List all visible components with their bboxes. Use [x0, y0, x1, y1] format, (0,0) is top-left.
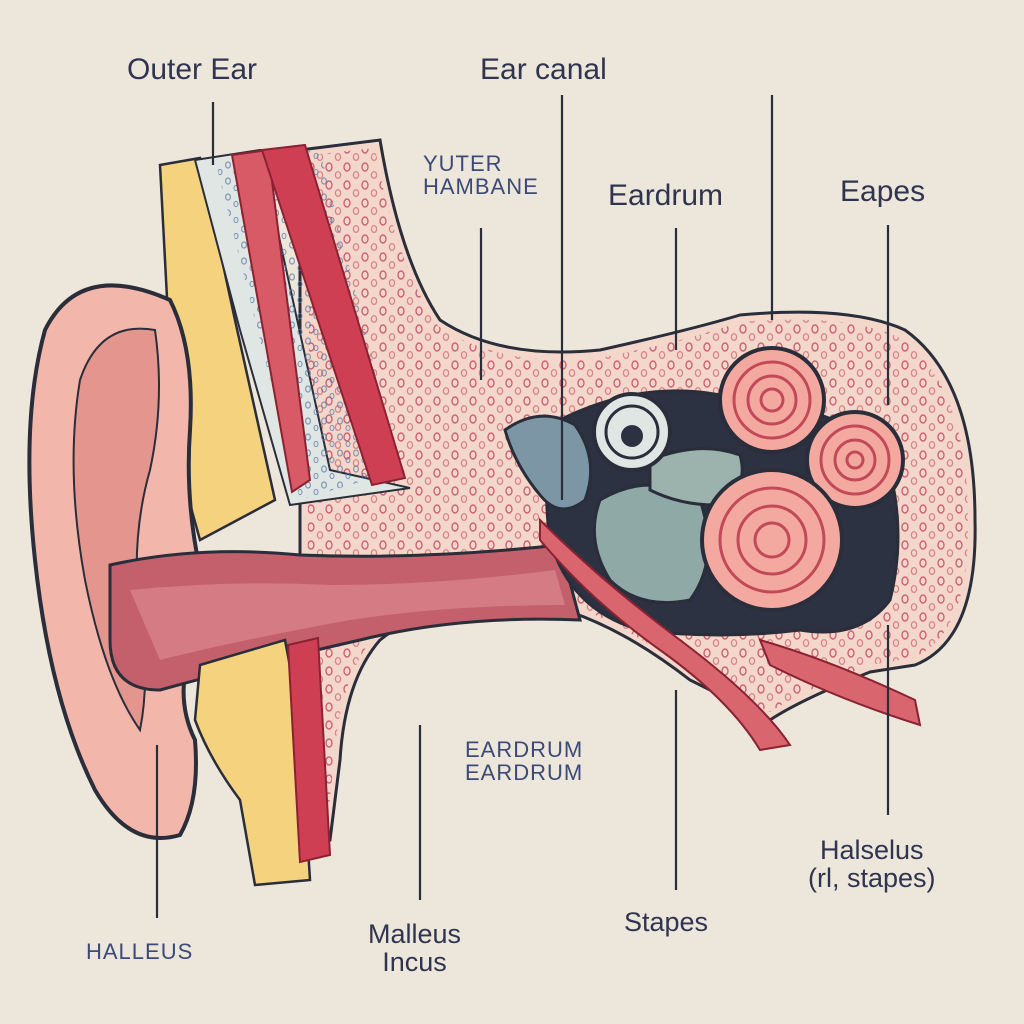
label-halleus: HALLEUS — [86, 939, 194, 964]
label-ear-canal: Ear canal — [480, 53, 607, 86]
label-stapes: Stapes — [624, 907, 709, 937]
leader-lines — [155, 95, 890, 918]
nerve — [539, 517, 792, 752]
label-yuter-hambane: YUTER HAMBANE — [423, 151, 539, 200]
cochlea-coils — [592, 346, 905, 612]
malleus-shape — [503, 414, 593, 511]
cartilage-lower — [193, 638, 312, 887]
label-outer-ear: Outer Ear — [127, 53, 258, 86]
label-eardrum-top: Eardrum — [608, 179, 724, 212]
label-halselus: Halselus (rl, stapes) — [808, 835, 936, 894]
label-eapes: Eapes — [840, 175, 926, 208]
muscle-lower — [286, 636, 332, 864]
label-eardrum-mid: EARDRUM EARDRUM — [465, 737, 584, 786]
muscle-upper — [230, 148, 312, 494]
label-malleus-incus: Malleus Incus — [368, 919, 462, 978]
